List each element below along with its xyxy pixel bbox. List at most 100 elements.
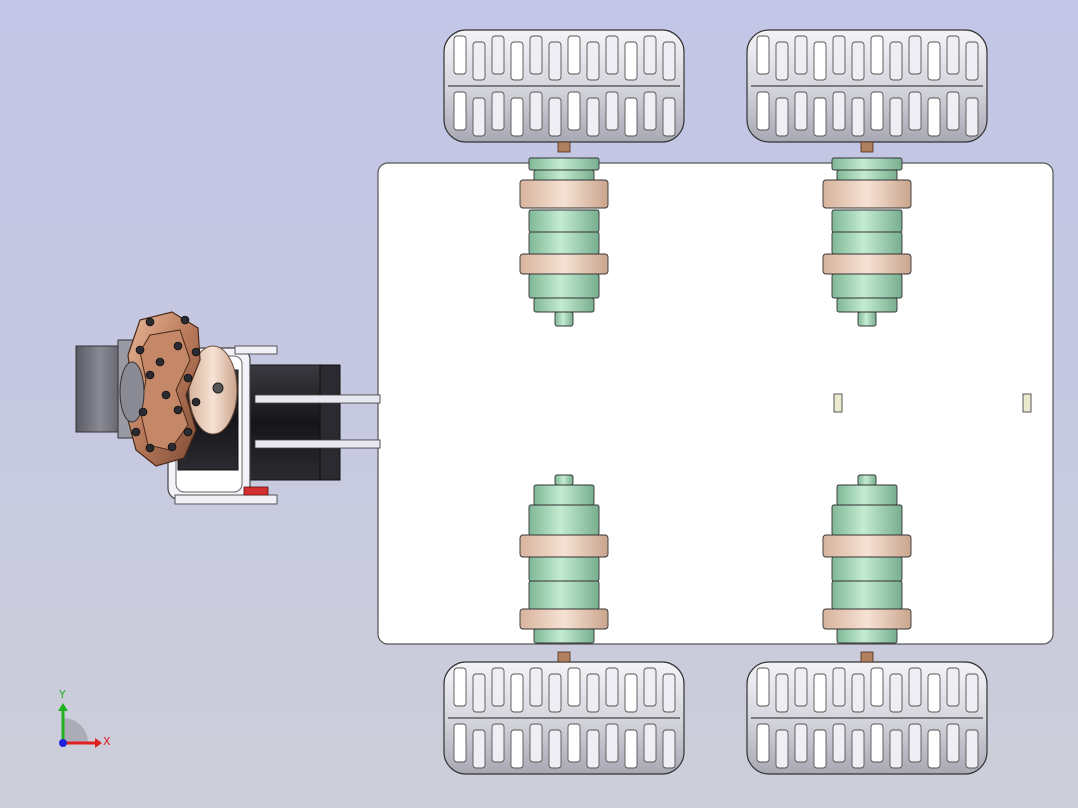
motor-segment: [831, 209, 903, 233]
tread-block: [510, 97, 524, 137]
tread-block: [586, 673, 600, 713]
tread-block: [832, 723, 846, 763]
tread-block: [624, 97, 638, 137]
axle: [860, 651, 874, 663]
tread-block: [491, 667, 505, 707]
tread-block: [794, 667, 808, 707]
motor-segment: [528, 209, 600, 233]
tread-block: [889, 729, 903, 769]
tread-block: [908, 667, 922, 707]
wheel-4[interactable]: [746, 651, 988, 775]
tread-block: [775, 673, 789, 713]
bolt: [145, 317, 155, 327]
tread-block: [510, 729, 524, 769]
tread-block: [662, 41, 676, 81]
tread-block: [889, 41, 903, 81]
y-axis-label: Y: [59, 688, 66, 701]
tread-block: [567, 723, 581, 763]
tread-block: [851, 729, 865, 769]
motor-collar: [519, 608, 609, 630]
tread-block: [472, 673, 486, 713]
tread-block: [643, 667, 657, 707]
bolt: [180, 315, 190, 325]
tread-block: [605, 91, 619, 131]
motor-segment: [831, 556, 903, 582]
motor-segment: [831, 580, 903, 610]
tread-block: [965, 97, 979, 137]
tread-block: [567, 35, 581, 75]
bolt: [191, 347, 201, 357]
wheel-2[interactable]: [746, 29, 988, 153]
tread-block: [908, 91, 922, 131]
bolt: [131, 427, 141, 437]
motor-segment: [857, 311, 877, 327]
tread-block: [548, 673, 562, 713]
bracket-arm: [174, 494, 278, 505]
chassis-plate[interactable]: [377, 162, 1054, 645]
tread-block: [889, 673, 903, 713]
tread-block: [927, 41, 941, 81]
tread-block: [662, 729, 676, 769]
tread-block: [529, 723, 543, 763]
tread-block: [548, 729, 562, 769]
tread-block: [794, 91, 808, 131]
tread-block: [870, 723, 884, 763]
axle: [557, 651, 571, 663]
tread-block: [453, 91, 467, 131]
tread-block: [643, 35, 657, 75]
stepper-motor-end: [319, 364, 341, 481]
motor-segment: [836, 628, 898, 644]
tread-block: [643, 723, 657, 763]
bolt: [173, 341, 183, 351]
tread-block: [927, 729, 941, 769]
tread-block: [813, 97, 827, 137]
tread-block: [794, 723, 808, 763]
tread-block: [510, 673, 524, 713]
tread-block: [927, 673, 941, 713]
tread-block: [453, 35, 467, 75]
tread-block: [870, 667, 884, 707]
motor-segment: [533, 297, 595, 313]
tread-block: [529, 667, 543, 707]
motor-collar: [519, 253, 609, 275]
red-connector: [243, 486, 269, 496]
tread-block: [813, 729, 827, 769]
tread-block: [453, 723, 467, 763]
bolt: [173, 405, 183, 415]
tread-block: [851, 673, 865, 713]
tread-block: [491, 723, 505, 763]
gearbox[interactable]: [75, 345, 125, 433]
bolt: [145, 370, 155, 380]
rail-over: [254, 394, 381, 404]
tread-block: [870, 35, 884, 75]
tread-block: [472, 97, 486, 137]
drive-motor-4[interactable]: [822, 474, 912, 644]
tread-block: [586, 97, 600, 137]
bolt: [135, 345, 145, 355]
motor-segment: [528, 273, 600, 299]
drive-motor-1[interactable]: [519, 157, 609, 327]
drive-motor-3[interactable]: [519, 474, 609, 644]
rail-over: [254, 439, 381, 449]
wheel-3[interactable]: [443, 651, 685, 775]
motor-segment: [528, 556, 600, 582]
tread-block: [946, 35, 960, 75]
tread-block: [662, 97, 676, 137]
tread-block: [624, 673, 638, 713]
bolt: [191, 397, 201, 407]
motor-segment: [831, 157, 903, 171]
tread-block: [775, 729, 789, 769]
tread-block: [756, 35, 770, 75]
drive-motor-2[interactable]: [822, 157, 912, 327]
motor-segment: [554, 311, 574, 327]
front-assembly[interactable]: [75, 311, 381, 505]
wheel-1[interactable]: [443, 29, 685, 153]
motor-segment: [528, 580, 600, 610]
tread-block: [927, 97, 941, 137]
tread-block: [965, 729, 979, 769]
tread-block: [965, 41, 979, 81]
bracket-arm: [234, 345, 278, 355]
tread-block: [794, 35, 808, 75]
